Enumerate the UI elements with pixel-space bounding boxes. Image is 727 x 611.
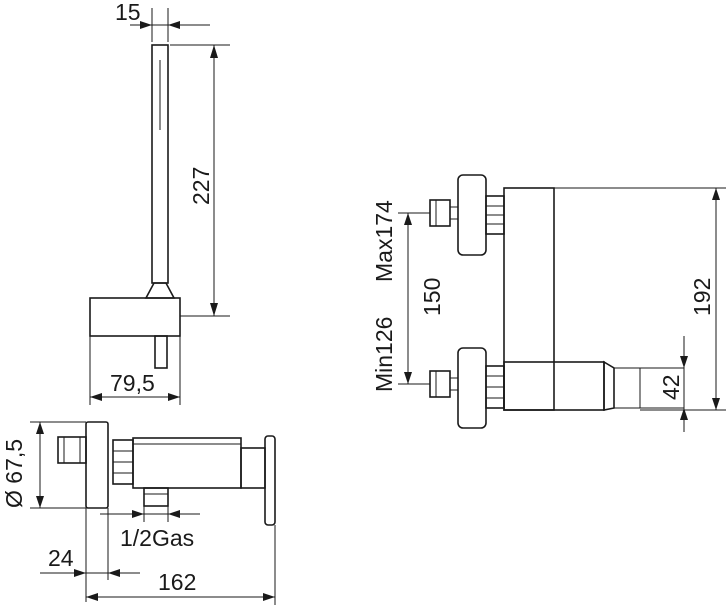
dim-diam-arrow-bottom <box>36 496 44 508</box>
dim-162-arrow-left <box>86 593 98 601</box>
dim-162-arrow-right <box>263 593 275 601</box>
dim-15-label: 15 <box>115 0 141 25</box>
hand-shower-view: 15 227 79,5 <box>89 0 230 405</box>
lower-rosette <box>457 347 487 429</box>
rosette-plate <box>85 421 109 509</box>
handle-base <box>240 447 266 489</box>
dim-192-label: 192 <box>689 278 715 316</box>
dim-diam-label: Ø 67,5 <box>1 439 27 508</box>
handle-bevel <box>603 360 615 411</box>
mixer-body <box>132 437 242 489</box>
dim-162-label: 162 <box>158 569 196 595</box>
hose-cone <box>144 282 176 299</box>
dim-24-label: 24 <box>48 545 74 571</box>
mixer-front-view: Min126 Max174 150 192 42 <box>371 174 726 432</box>
dim-42-label: 42 <box>658 374 684 400</box>
mixer-column <box>503 187 555 411</box>
dim-gas-label: 1/2Gas <box>120 525 194 551</box>
dim-gas-arrow-left <box>132 510 144 518</box>
dim-24-arrow-right <box>108 569 120 577</box>
mixer-side-view: 1/2Gas Ø 67,5 24 162 <box>1 421 276 605</box>
dim-79-label: 79,5 <box>110 370 155 396</box>
dim-42-arrow-bottom <box>680 408 688 420</box>
dim-15-arrow-left <box>140 21 152 29</box>
dim-42-arrow-top <box>680 356 688 368</box>
dim-79-arrow-right <box>168 393 180 401</box>
lower-inlet <box>429 370 451 398</box>
handle-lever <box>264 435 276 526</box>
outlet-connector <box>143 487 169 507</box>
dim-gas-arrow-right <box>168 510 180 518</box>
dim-227-label: 227 <box>188 167 214 205</box>
dim-227-arrow-bottom <box>210 303 218 316</box>
upper-rosette <box>457 174 487 256</box>
dim-min-label: Min126 <box>371 317 397 392</box>
inlet-stub <box>57 436 87 464</box>
dim-diam-arrow-top <box>36 422 44 434</box>
dim-192-arrow-top <box>712 188 720 200</box>
dim-227-arrow-top <box>210 45 218 58</box>
dim-79-arrow-left <box>90 393 102 401</box>
dim-24-arrow-left <box>74 569 86 577</box>
dim-150-label: 150 <box>419 278 445 316</box>
dim-150-arrow-top <box>404 213 412 225</box>
bracket-stub <box>154 335 168 369</box>
dim-150-arrow-bottom <box>404 372 412 384</box>
dim-15-arrow-right <box>168 21 180 29</box>
wall-bracket <box>89 297 181 337</box>
dim-max-label: Max174 <box>371 200 397 282</box>
dim-192-arrow-bottom <box>712 398 720 410</box>
upper-inlet <box>429 199 451 227</box>
